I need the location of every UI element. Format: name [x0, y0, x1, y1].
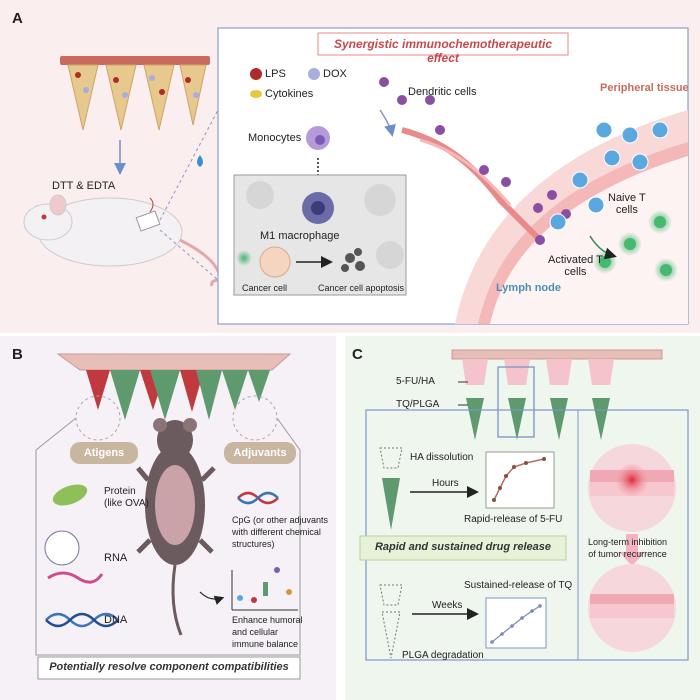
microneedle-patch-a [60, 56, 210, 131]
antigens-pill: Atigens [70, 442, 138, 464]
panel-c-frame [365, 409, 689, 661]
ha-dissolved-icon [379, 584, 403, 606]
dna-icon [45, 612, 119, 628]
sustained-release-label: Sustained-release of TQ [464, 580, 573, 591]
activated-t-cells-label: Activated T cells [548, 254, 603, 278]
ha-dissolution-label: HA dissolution [410, 452, 474, 463]
curve-point [504, 474, 508, 478]
lps-legend-icon [250, 68, 262, 80]
naive-t-cells-label: Naive T cells [608, 192, 646, 216]
tq-plga-label: TQ/PLGA [396, 399, 440, 410]
panel-b-frame [35, 417, 301, 656]
panel-letter-c: C [352, 346, 363, 363]
adjuvants-pill: Adjuvants [224, 442, 296, 464]
healed-skin [588, 564, 676, 652]
hours-label: Hours [432, 478, 459, 489]
curve-point [492, 498, 496, 502]
panel-a-title: Synergistic immunochemotherapeutic effec… [333, 37, 553, 65]
plga-degradation-label: PLGA degradation [402, 650, 484, 661]
panel-c-banner: Rapid and sustained drug release [374, 541, 552, 553]
sustained-release-chart [485, 597, 547, 649]
cancer-cell [259, 246, 291, 278]
dendritic-cells [379, 77, 571, 245]
long-term-label: Long-term inhibition of tumor recurrence [588, 537, 668, 559]
mini-bar-chart [231, 567, 298, 611]
patch-b [56, 353, 292, 371]
panel-a-title-box [317, 32, 569, 56]
dox-label: DOX [323, 68, 347, 80]
curve-point [530, 609, 534, 613]
plga-degrading-icon [381, 611, 401, 659]
lymph-node-label: Lymph node [496, 282, 561, 294]
panel-letter-a: A [12, 10, 23, 27]
arrow-down-healing [619, 534, 645, 566]
rna-label: RNA [104, 552, 128, 564]
cancer-cell-label: Cancer cell [242, 283, 288, 293]
cytokines-legend-icon [250, 90, 262, 98]
apoptosis-label: Cancer cell apoptosis [318, 283, 405, 293]
panel-b-banner-box [37, 656, 301, 680]
mouse-a [23, 194, 222, 287]
cpg-label: CpG (or other adjuvants with different c… [232, 515, 329, 549]
ha-dissolving-icon [379, 447, 403, 469]
m1-macrophage-label: M1 macrophage [260, 230, 340, 242]
curve-point [498, 486, 502, 490]
rapid-release-chart [485, 451, 555, 509]
lps-label: LPS [265, 68, 286, 80]
naive-t-cells [549, 121, 669, 231]
zoom-line-top [159, 109, 219, 221]
cytokines-label: Cytokines [265, 88, 314, 100]
dtt-edta-label: DTT & EDTA [52, 180, 116, 192]
curve-point [538, 604, 542, 608]
curve-point [512, 465, 516, 469]
highlight-box [497, 366, 535, 438]
fu-ha-label: 5-FU/HA [396, 376, 435, 387]
microneedles-b [86, 370, 270, 420]
apoptotic-cell [341, 248, 365, 272]
skin-with-tumor [588, 444, 676, 532]
curve-point [542, 457, 546, 461]
monocytes-label: Monocytes [248, 132, 302, 144]
curve-point [490, 640, 494, 644]
rapid-release-label: Rapid-release of 5-FU [464, 514, 563, 525]
dna-label: DNA [104, 614, 128, 626]
curve-point [500, 632, 504, 636]
panel-b-banner: Potentially resolve component compatibil… [49, 661, 289, 673]
protein-label: Protein (like OVA) [104, 486, 149, 509]
microneedles-c [462, 359, 614, 440]
curve-point [524, 461, 528, 465]
curve-point [520, 616, 524, 620]
patch-c [451, 349, 663, 360]
enhance-label: Enhance humoral and cellular immune bala… [232, 615, 303, 649]
peripheral-tissue-label: Peripheral tissue [600, 82, 689, 94]
dendritic-cells-label: Dendritic cells [408, 86, 477, 98]
droplet-icon [197, 155, 203, 167]
tq-needle-icon [382, 478, 400, 530]
zoom-line-bottom [159, 229, 219, 281]
curve-point [510, 624, 514, 628]
rna-strand-icon [47, 571, 104, 584]
panel-c-banner-box [359, 535, 567, 561]
rna-vesicle-icon [44, 530, 80, 566]
mouse-b [136, 418, 216, 636]
panel-letter-b: B [12, 346, 23, 363]
dox-legend-icon [308, 68, 320, 80]
protein-icon [52, 484, 88, 506]
weeks-label: Weeks [432, 600, 463, 611]
